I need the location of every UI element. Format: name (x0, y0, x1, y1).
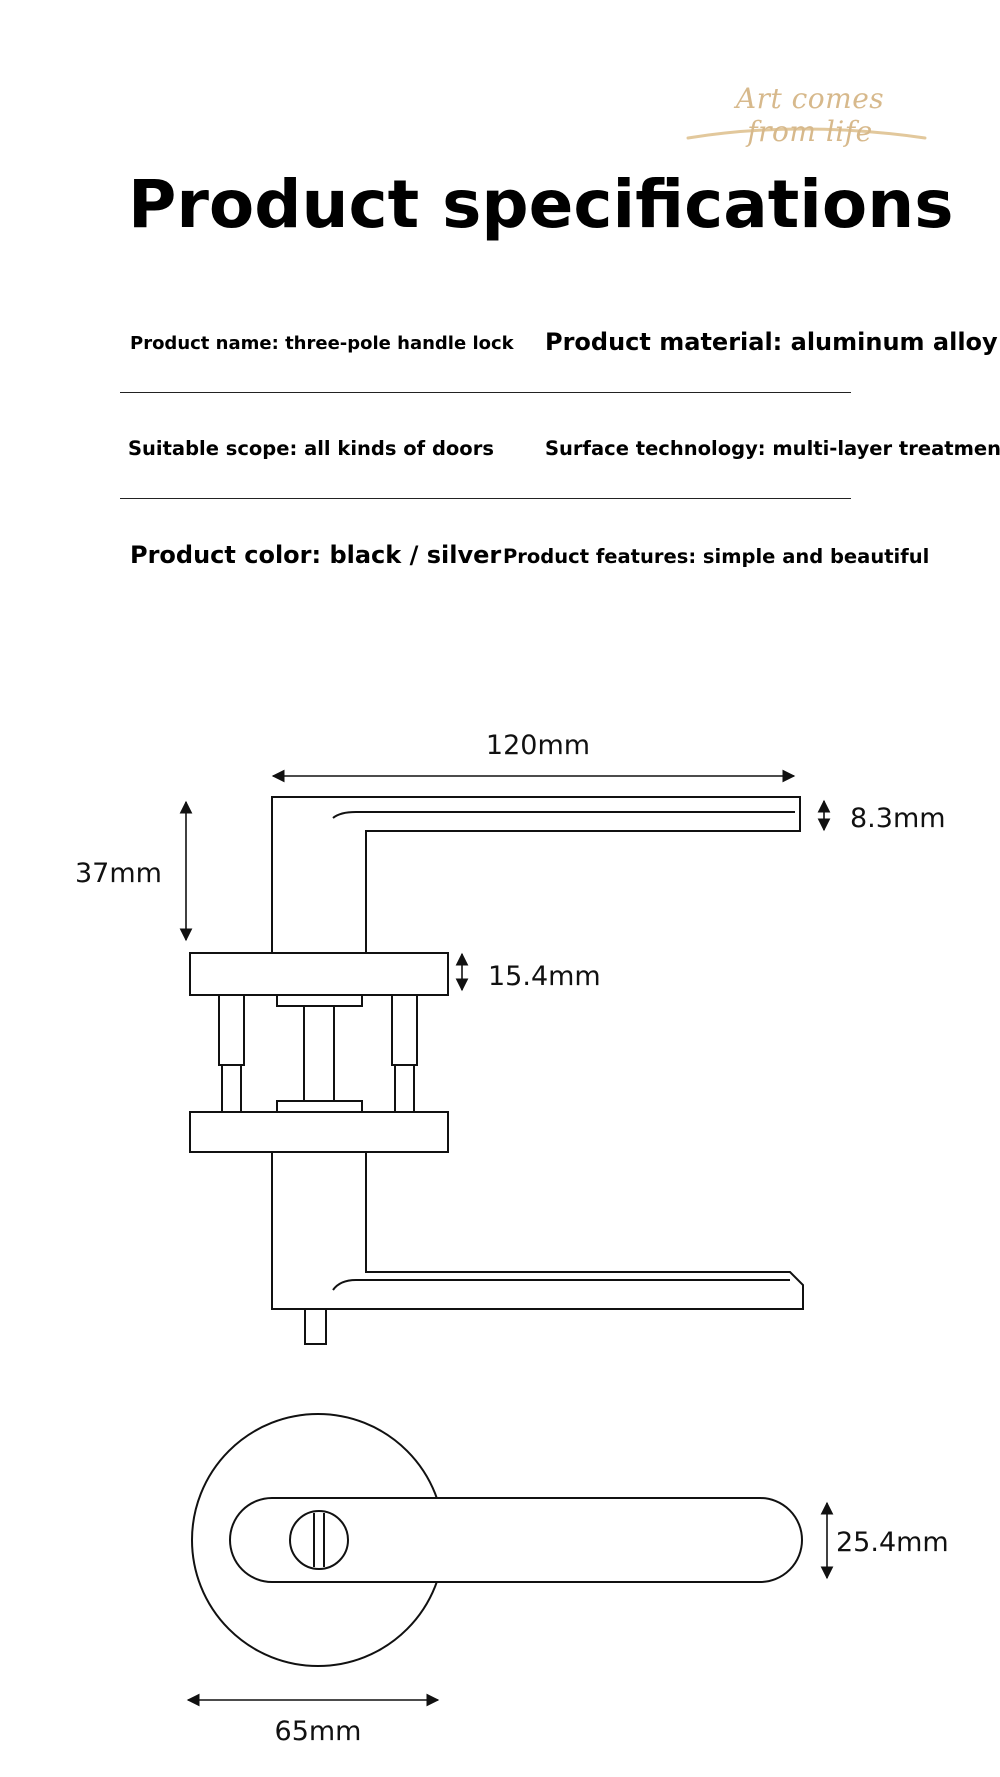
dim-lever-length: 120mm (486, 730, 590, 761)
slogan-underline (686, 127, 927, 140)
dim-lever-width: 25.4mm (836, 1527, 949, 1558)
dim-rose-thickness: 15.4mm (488, 961, 601, 992)
spec-suitable-scope: Suitable scope: all kinds of doors (128, 437, 494, 460)
spec-surface-technology: Surface technology: multi-layer treatmen… (545, 437, 1000, 460)
dim-rose-diameter: 65mm (275, 1716, 362, 1747)
spec-divider (120, 392, 851, 393)
spec-product-color: Product color: black / silver (130, 541, 502, 569)
dim-handle-height: 37mm (75, 858, 162, 889)
spec-product-material: Product material: aluminum alloy (545, 328, 998, 356)
slogan-text: Art comes from life (735, 82, 885, 148)
dimension-lines (179, 769, 834, 1707)
side-view-drawing (189, 796, 804, 1345)
spec-product-name: Product name: three-pole handle lock (130, 333, 514, 354)
page-title: Product specifications (128, 166, 954, 243)
spec-product-features: Product features: simple and beautiful (503, 545, 930, 568)
dim-lever-thickness: 8.3mm (850, 803, 946, 834)
spec-divider (120, 498, 851, 499)
front-view-drawing (191, 1413, 803, 1667)
